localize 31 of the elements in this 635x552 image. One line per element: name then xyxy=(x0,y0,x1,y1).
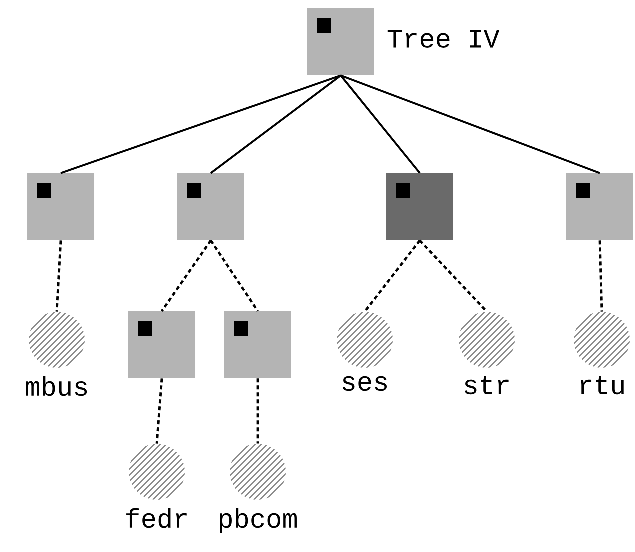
node-box xyxy=(566,173,634,240)
tree-line xyxy=(340,74,600,174)
node-label: Tree IV xyxy=(388,30,500,48)
tree-line xyxy=(210,74,342,174)
node-label: ses xyxy=(342,376,387,392)
node-label: str xyxy=(464,376,509,395)
dashed-line xyxy=(156,378,164,444)
hatched-circle xyxy=(129,444,185,500)
hatched-circle xyxy=(230,444,286,500)
tree-line xyxy=(60,74,342,174)
hatched-circle xyxy=(337,312,393,368)
dashed-line xyxy=(161,240,212,312)
dashed-line xyxy=(364,240,421,313)
dashed-line xyxy=(56,240,62,312)
hatched-circle xyxy=(574,312,630,368)
hatched-circle xyxy=(459,312,515,368)
node-box xyxy=(224,311,292,378)
node-box xyxy=(28,173,94,240)
node-label: mbus xyxy=(26,376,88,396)
dashed-line xyxy=(256,378,260,444)
node-box xyxy=(386,173,454,240)
dashed-line xyxy=(598,240,604,312)
node-box xyxy=(308,8,374,76)
tree-line xyxy=(340,75,421,174)
node-label: fedr xyxy=(126,508,187,528)
node-label: pbcom xyxy=(220,508,297,534)
node-label: rtu xyxy=(580,376,624,395)
node-box xyxy=(178,173,244,240)
node-box xyxy=(128,311,196,378)
dashed-line xyxy=(210,240,259,312)
dashed-line xyxy=(419,240,488,313)
